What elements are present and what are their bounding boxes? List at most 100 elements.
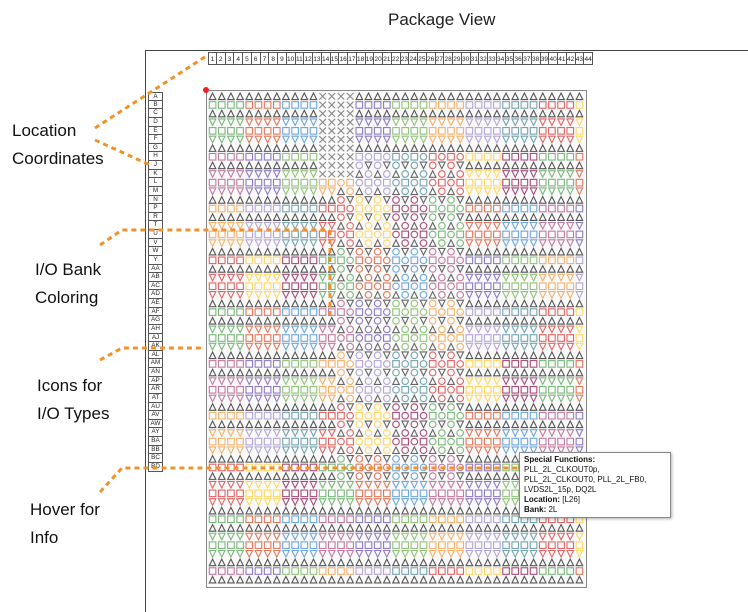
- triangle-pin-icon[interactable]: [511, 532, 520, 542]
- circle-pin-icon[interactable]: [401, 221, 410, 230]
- triangle-pin-icon[interactable]: [556, 316, 566, 325]
- triangle-pin-icon[interactable]: [309, 506, 318, 515]
- triangle-pin-icon[interactable]: [492, 419, 502, 429]
- circle-pin-icon[interactable]: [373, 161, 382, 170]
- triangle-pin-icon[interactable]: [245, 429, 254, 438]
- circle-pin-icon[interactable]: [438, 308, 446, 316]
- triangle-pin-icon[interactable]: [272, 109, 281, 118]
- triangle-pin-icon[interactable]: [419, 455, 428, 464]
- circle-pin-icon[interactable]: [392, 455, 400, 463]
- circle-pin-icon[interactable]: [410, 472, 419, 480]
- square-pin-icon[interactable]: [410, 204, 419, 213]
- square-pin-icon[interactable]: [548, 282, 556, 291]
- square-pin-icon[interactable]: [318, 256, 327, 265]
- triangle-pin-icon[interactable]: [511, 291, 520, 300]
- triangle-pin-icon[interactable]: [520, 221, 529, 231]
- triangle-pin-icon[interactable]: [520, 247, 529, 256]
- square-pin-icon[interactable]: [410, 308, 419, 316]
- triangle-pin-icon[interactable]: [465, 298, 474, 308]
- circle-pin-icon[interactable]: [337, 316, 345, 325]
- triangle-pin-icon[interactable]: [217, 239, 226, 248]
- triangle-pin-icon[interactable]: [483, 350, 492, 360]
- triangle-pin-icon[interactable]: [254, 325, 263, 334]
- square-pin-icon[interactable]: [217, 256, 226, 265]
- no-connect-pin-icon[interactable]: [318, 101, 327, 109]
- triangle-pin-icon[interactable]: [492, 273, 502, 283]
- triangle-pin-icon[interactable]: [419, 498, 428, 507]
- circle-pin-icon[interactable]: [438, 152, 446, 161]
- triangle-pin-icon[interactable]: [245, 506, 254, 515]
- triangle-pin-icon[interactable]: [364, 161, 373, 170]
- triangle-pin-icon[interactable]: [263, 575, 272, 584]
- triangle-pin-icon[interactable]: [529, 342, 538, 352]
- triangle-pin-icon[interactable]: [300, 368, 309, 377]
- circle-pin-icon[interactable]: [447, 368, 455, 377]
- square-pin-icon[interactable]: [236, 334, 244, 342]
- triangle-pin-icon[interactable]: [373, 549, 382, 559]
- triangle-pin-icon[interactable]: [373, 238, 382, 247]
- triangle-pin-icon[interactable]: [446, 480, 456, 490]
- square-pin-icon[interactable]: [327, 334, 336, 342]
- circle-pin-icon[interactable]: [355, 455, 364, 463]
- square-pin-icon[interactable]: [236, 101, 244, 109]
- square-pin-icon[interactable]: [511, 308, 520, 316]
- square-pin-icon[interactable]: [575, 256, 584, 265]
- circle-pin-icon[interactable]: [346, 256, 354, 265]
- no-connect-pin-icon[interactable]: [318, 92, 327, 100]
- triangle-pin-icon[interactable]: [529, 523, 538, 532]
- square-pin-icon[interactable]: [566, 334, 575, 342]
- triangle-pin-icon[interactable]: [336, 342, 346, 351]
- triangle-pin-icon[interactable]: [309, 212, 318, 221]
- triangle-pin-icon[interactable]: [300, 291, 309, 300]
- circle-pin-icon[interactable]: [401, 170, 410, 178]
- circle-pin-icon[interactable]: [373, 455, 382, 463]
- square-pin-icon[interactable]: [392, 152, 400, 161]
- square-pin-icon[interactable]: [272, 101, 281, 109]
- triangle-pin-icon[interactable]: [511, 342, 520, 352]
- square-pin-icon[interactable]: [282, 385, 290, 394]
- triangle-pin-icon[interactable]: [575, 402, 584, 411]
- triangle-pin-icon[interactable]: [272, 239, 281, 248]
- square-pin-icon[interactable]: [236, 308, 244, 316]
- triangle-pin-icon[interactable]: [208, 221, 217, 231]
- triangle-pin-icon[interactable]: [556, 160, 566, 170]
- circle-pin-icon[interactable]: [447, 299, 455, 308]
- square-pin-icon[interactable]: [474, 308, 483, 316]
- circle-pin-icon[interactable]: [373, 299, 382, 308]
- circle-pin-icon[interactable]: [364, 429, 373, 437]
- triangle-pin-icon[interactable]: [272, 170, 281, 179]
- square-pin-icon[interactable]: [318, 178, 327, 187]
- square-pin-icon[interactable]: [309, 515, 318, 524]
- triangle-pin-icon[interactable]: [290, 402, 300, 411]
- circle-pin-icon[interactable]: [428, 196, 437, 204]
- triangle-pin-icon[interactable]: [263, 221, 272, 231]
- triangle-pin-icon[interactable]: [281, 480, 291, 490]
- triangle-pin-icon[interactable]: [235, 549, 245, 559]
- square-pin-icon[interactable]: [456, 282, 465, 291]
- square-pin-icon[interactable]: [217, 489, 226, 498]
- triangle-pin-icon[interactable]: [547, 221, 557, 231]
- square-pin-icon[interactable]: [291, 178, 299, 187]
- circle-pin-icon[interactable]: [364, 239, 373, 247]
- square-pin-icon[interactable]: [511, 230, 520, 239]
- square-pin-icon[interactable]: [272, 385, 281, 394]
- square-pin-icon[interactable]: [254, 282, 263, 291]
- circle-pin-icon[interactable]: [419, 239, 428, 247]
- square-pin-icon[interactable]: [217, 178, 226, 187]
- square-pin-icon[interactable]: [493, 463, 501, 472]
- triangle-pin-icon[interactable]: [382, 109, 391, 118]
- circle-pin-icon[interactable]: [373, 334, 382, 342]
- triangle-pin-icon[interactable]: [208, 264, 217, 273]
- triangle-pin-icon[interactable]: [492, 264, 502, 273]
- square-pin-icon[interactable]: [401, 101, 410, 109]
- square-pin-icon[interactable]: [309, 567, 318, 575]
- triangle-pin-icon[interactable]: [492, 446, 502, 455]
- circle-pin-icon[interactable]: [438, 187, 446, 196]
- triangle-pin-icon[interactable]: [290, 109, 300, 118]
- triangle-pin-icon[interactable]: [281, 291, 291, 300]
- triangle-pin-icon[interactable]: [254, 394, 263, 403]
- triangle-pin-icon[interactable]: [446, 532, 456, 542]
- square-pin-icon[interactable]: [245, 385, 254, 394]
- square-pin-icon[interactable]: [327, 489, 336, 498]
- triangle-pin-icon[interactable]: [501, 471, 511, 480]
